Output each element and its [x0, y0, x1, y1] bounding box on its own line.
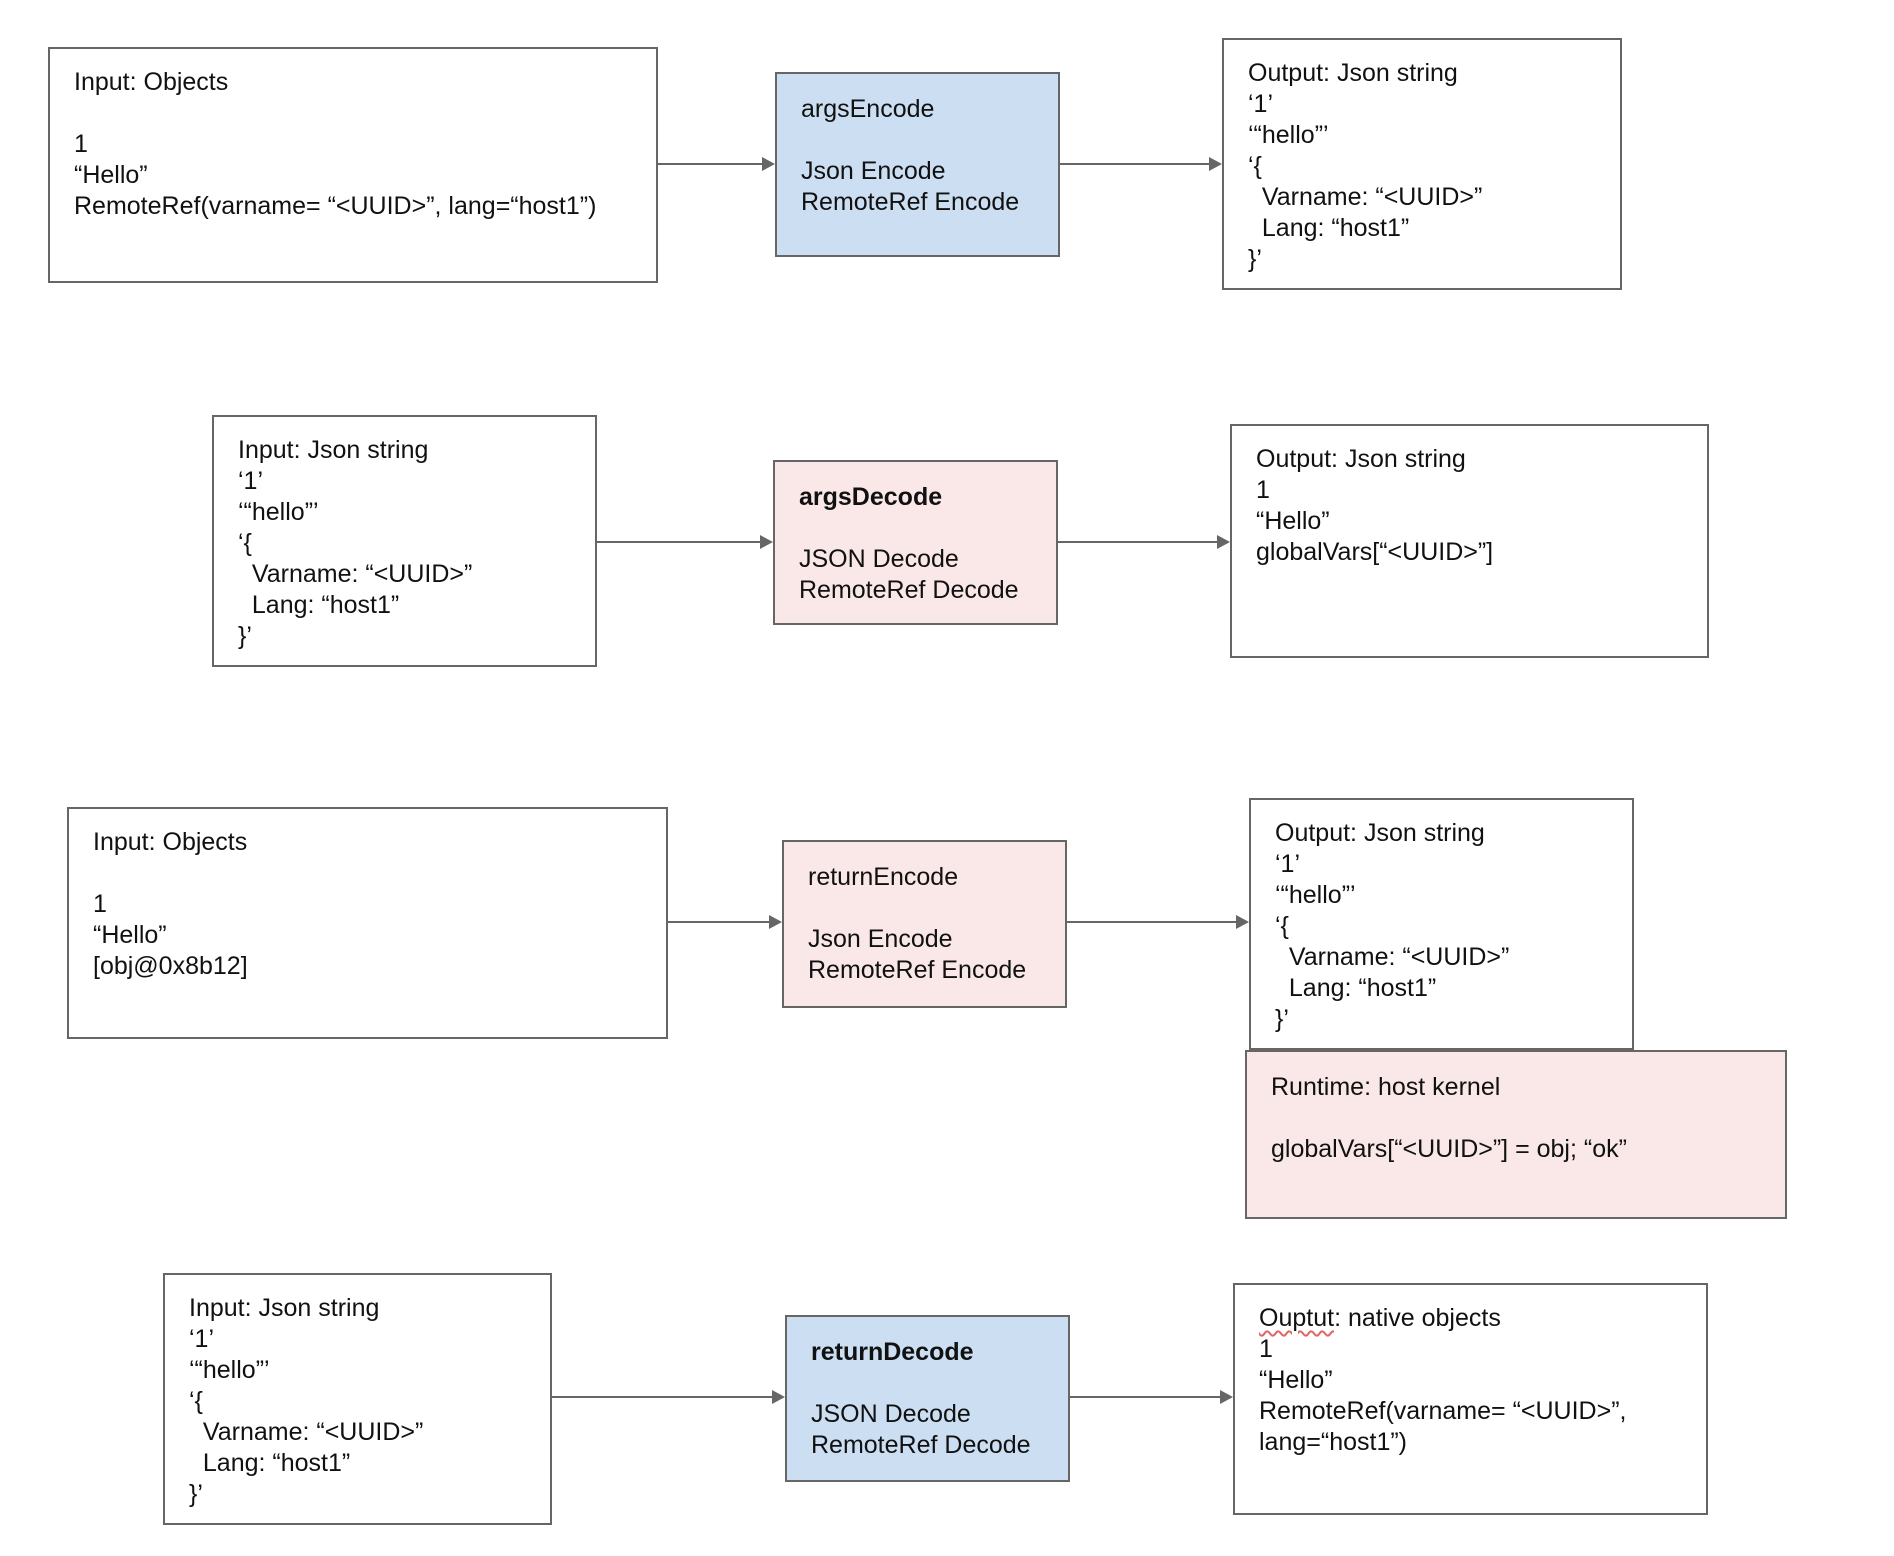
- process-body: JSON Decode RemoteRef Decode: [799, 545, 1019, 604]
- arrow-head-icon: [1220, 1390, 1233, 1404]
- process-name: argsDecode: [799, 483, 943, 511]
- arrow-head-icon: [762, 157, 775, 171]
- return-encode-output-box: Output: Json string ‘1’ ‘“hello”’ ‘{ Var…: [1249, 798, 1634, 1050]
- arrow-line: [668, 921, 771, 923]
- args-encode-output-box: Output: Json string ‘1’ ‘“hello”’ ‘{ Var…: [1222, 38, 1622, 290]
- arrow-head-icon: [1236, 915, 1249, 929]
- return-decode-output-box: Ouptut: native objects 1 “Hello” RemoteR…: [1233, 1283, 1708, 1515]
- args-decode-input-box: Input: Json string ‘1’ ‘“hello”’ ‘{ Varn…: [212, 415, 597, 667]
- arrow-head-icon: [772, 1390, 785, 1404]
- args-encode-process-box: argsEncode Json Encode RemoteRef Encode: [775, 72, 1060, 257]
- arrow-return-encode-to-output: [1067, 912, 1249, 932]
- arrow-return-decode-to-output: [1070, 1387, 1233, 1407]
- arrow-head-icon: [1209, 157, 1222, 171]
- misspelled-word: Ouptut: [1259, 1304, 1335, 1332]
- output-body: 1 “Hello” RemoteRef(varname= “<UUID>”, l…: [1259, 1335, 1627, 1456]
- arrow-line: [658, 163, 764, 165]
- process-body: JSON Decode RemoteRef Decode: [811, 1400, 1031, 1459]
- process-body: Json Encode RemoteRef Encode: [801, 157, 1020, 216]
- args-encode-input-box: Input: Objects 1 “Hello” RemoteRef(varna…: [48, 47, 658, 283]
- arrow-head-icon: [760, 535, 773, 549]
- return-encode-process-box: returnEncode Json Encode RemoteRef Encod…: [782, 840, 1067, 1008]
- arrow-args-encode-to-output: [1060, 154, 1222, 174]
- runtime-host-kernel-box: Runtime: host kernel globalVars[“<UUID>”…: [1245, 1050, 1787, 1219]
- process-body: Json Encode RemoteRef Encode: [808, 925, 1027, 984]
- process-name: returnEncode: [808, 863, 959, 891]
- output-title-rest: : native objects: [1334, 1304, 1501, 1332]
- arrow-args-decode-to-output: [1058, 532, 1230, 552]
- return-encode-input-box: Input: Objects 1 “Hello” [obj@0x8b12]: [67, 807, 668, 1039]
- arrow-line: [1060, 163, 1211, 165]
- arrow-line: [552, 1396, 774, 1398]
- arrow-line: [1067, 921, 1238, 923]
- return-decode-process-box: returnDecode JSON Decode RemoteRef Decod…: [785, 1315, 1070, 1482]
- args-decode-process-box: argsDecode JSON Decode RemoteRef Decode: [773, 460, 1058, 625]
- arrow-head-icon: [1217, 535, 1230, 549]
- args-decode-output-box: Output: Json string 1 “Hello” globalVars…: [1230, 424, 1709, 658]
- arrow-input-to-args-encode: [658, 154, 775, 174]
- arrow-input-to-args-decode: [597, 532, 773, 552]
- arrow-line: [1058, 541, 1219, 543]
- return-decode-input-box: Input: Json string ‘1’ ‘“hello”’ ‘{ Varn…: [163, 1273, 552, 1525]
- process-name: argsEncode: [801, 95, 935, 123]
- process-name: returnDecode: [811, 1338, 974, 1366]
- arrow-input-to-return-decode: [552, 1387, 785, 1407]
- arrow-line: [1070, 1396, 1222, 1398]
- arrow-line: [597, 541, 762, 543]
- arrow-head-icon: [769, 915, 782, 929]
- arrow-input-to-return-encode: [668, 912, 782, 932]
